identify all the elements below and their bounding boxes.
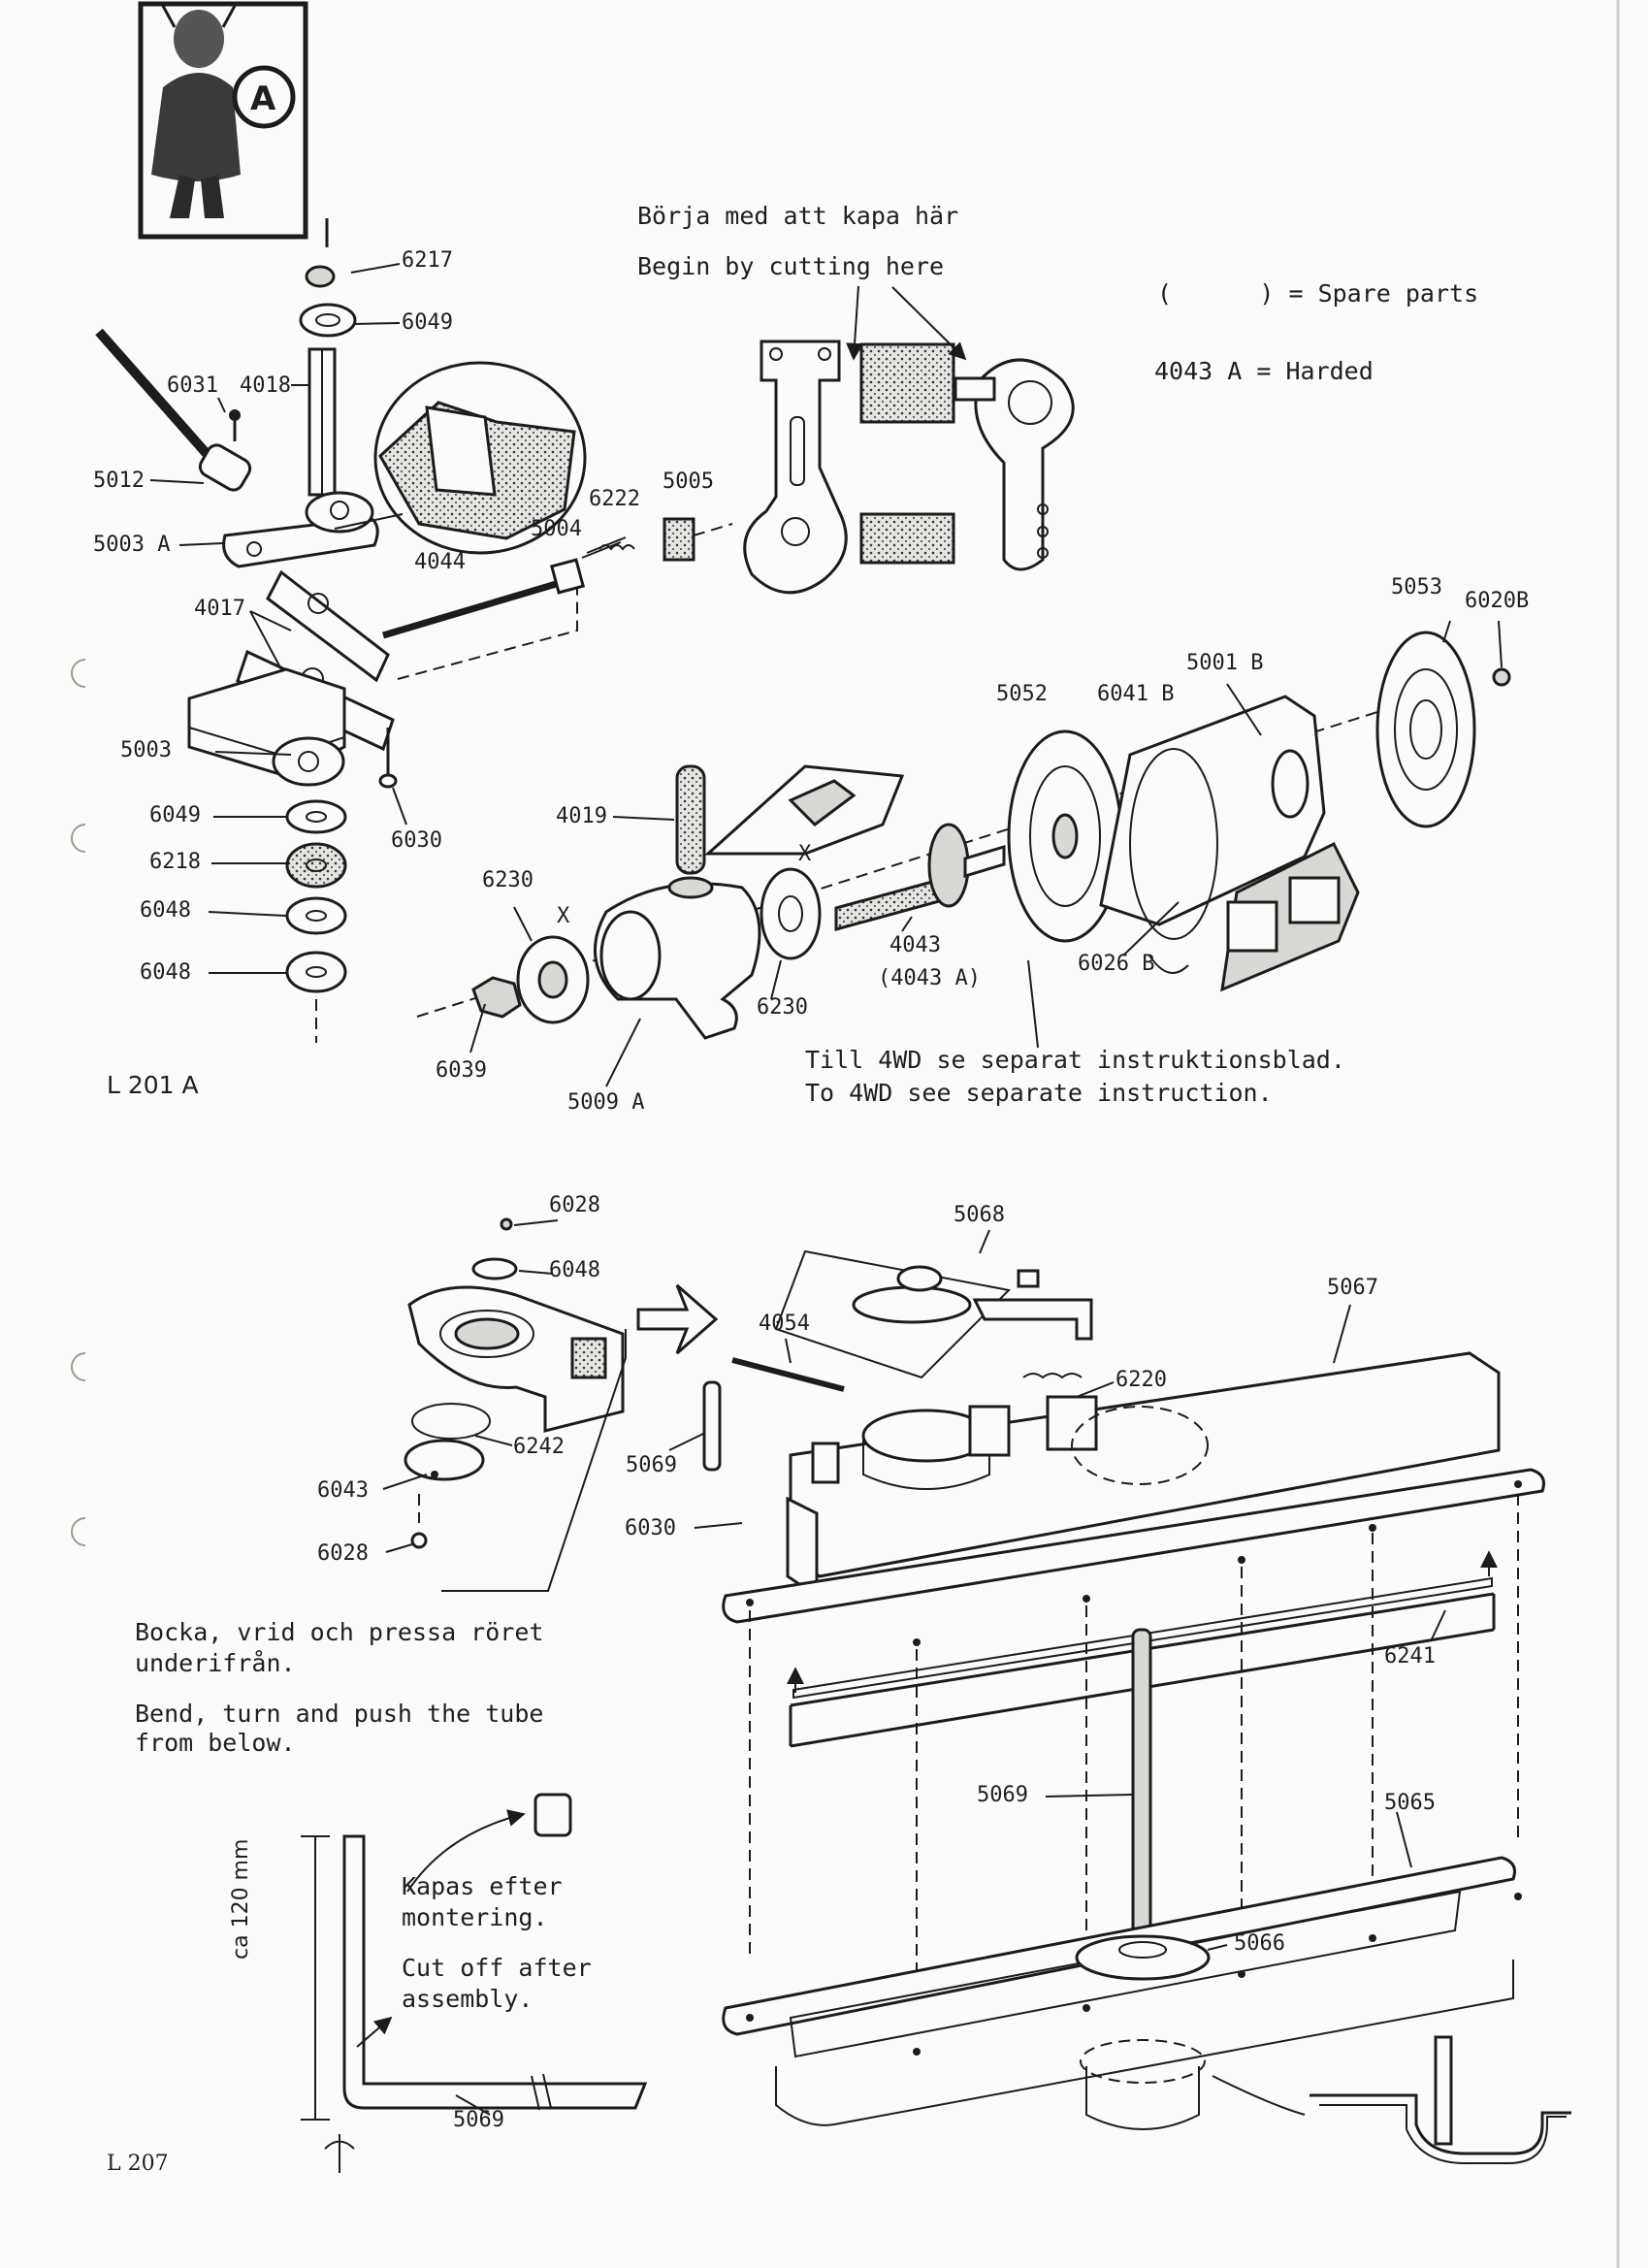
part-6220: 6220: [1116, 1368, 1167, 1392]
note-cutoff-en-1: Cut off after: [402, 1954, 592, 1982]
part-6028-top: 6028: [549, 1193, 600, 1217]
viking-logo: [138, 1, 308, 240]
leader-lines: [149, 263, 1503, 2116]
part-5069-middle: 5069: [977, 1783, 1028, 1807]
part-6222: 6222: [589, 487, 640, 511]
part-6039: 6039: [436, 1058, 487, 1083]
part-5053: 5053: [1391, 575, 1442, 599]
part-6030-top: 6030: [391, 828, 442, 853]
part-5052: 5052: [996, 682, 1048, 706]
part-5065: 5065: [1384, 1791, 1436, 1815]
part-5069-lower: 5069: [453, 2108, 504, 2132]
note-bend-sv-2: underifrån.: [135, 1649, 296, 1677]
bearing-plate-assembly: [404, 1217, 719, 1592]
binder-holes: [71, 659, 86, 1546]
part-4043: 4043: [889, 933, 941, 957]
gearbox-assembly: [416, 631, 1511, 1040]
part-6043: 6043: [317, 1478, 369, 1503]
note-harded: 4043 A = Harded: [1154, 357, 1374, 385]
part-5066: 5066: [1234, 1931, 1285, 1956]
part-6048-a: 6048: [140, 898, 191, 923]
note-4wd-en: To 4WD see separate instruction.: [805, 1079, 1273, 1107]
note-spare-parts: ( ) = Spare parts: [1157, 279, 1479, 308]
antenna-rod: [95, 328, 212, 460]
part-5003a: 5003 A: [93, 533, 171, 557]
part-4019: 4019: [556, 804, 607, 828]
note-bend-sv-1: Bocka, vrid och pressa röret: [135, 1618, 544, 1646]
part-6049-top: 6049: [402, 310, 453, 335]
part-5069-upper: 5069: [626, 1453, 677, 1477]
note-bend-en-1: Bend, turn and push the tube: [135, 1700, 544, 1728]
part-4017: 4017: [194, 597, 245, 621]
note-4wd-sv: Till 4WD se separat instruktionsblad.: [805, 1046, 1345, 1074]
part-5067: 5067: [1327, 1276, 1378, 1300]
part-5012: 5012: [93, 469, 145, 493]
part-6049-bottom: 6049: [149, 803, 201, 827]
dimension-label: ca 120 mm: [229, 1838, 253, 1960]
mark-x-left: X: [557, 904, 570, 928]
part-4043a: (4043 A): [878, 966, 981, 990]
note-cutoff-en-2: assembly.: [402, 1985, 534, 2013]
part-6041b: 6041 B: [1097, 682, 1175, 706]
part-6020b: 6020B: [1465, 589, 1530, 613]
part-4018: 4018: [240, 373, 291, 398]
part-6026b: 6026 B: [1078, 952, 1155, 976]
badge-letter: A: [250, 80, 276, 118]
part-4054: 4054: [759, 1312, 810, 1336]
note-cut-sv: Börja med att kapa här: [637, 202, 959, 230]
part-6217: 6217: [402, 248, 453, 273]
part-6241: 6241: [1384, 1644, 1436, 1669]
part-6230-left: 6230: [482, 868, 534, 892]
part-6028-bottom: 6028: [317, 1541, 369, 1566]
badge-circle: [232, 65, 296, 129]
part-6030-bottom: 6030: [625, 1516, 676, 1540]
cut-here-bracket: [743, 285, 1075, 595]
tube-bend-detail: [301, 1793, 648, 2173]
part-4044: 4044: [414, 550, 466, 574]
part-6048-plate: 6048: [549, 1258, 600, 1282]
part-6218: 6218: [149, 850, 201, 874]
page-code-top: L 201 A: [107, 1071, 199, 1099]
part-5001b: 5001 B: [1186, 651, 1264, 675]
part-6048-b: 6048: [140, 960, 191, 985]
note-bend-en-2: from below.: [135, 1729, 296, 1757]
note-cutoff-sv-2: montering.: [402, 1903, 548, 1931]
part-5068: 5068: [954, 1203, 1005, 1227]
part-5005: 5005: [663, 470, 714, 494]
mark-x-right: X: [798, 842, 812, 866]
gearbox-casing: [702, 1249, 1571, 2164]
part-5004: 5004: [531, 517, 582, 541]
part-6031: 6031: [167, 373, 218, 398]
note-cut-en: Begin by cutting here: [637, 252, 945, 280]
part-5003: 5003: [120, 738, 172, 762]
steering-stack: [95, 218, 733, 1043]
part-6230-right: 6230: [757, 995, 808, 1020]
part-5009a: 5009 A: [567, 1090, 645, 1115]
page-code-bottom: L 207: [107, 2152, 169, 2176]
note-cutoff-sv-1: Kapas efter: [402, 1872, 563, 1900]
part-6242: 6242: [513, 1435, 565, 1459]
direction-arrow: [636, 1283, 719, 1355]
